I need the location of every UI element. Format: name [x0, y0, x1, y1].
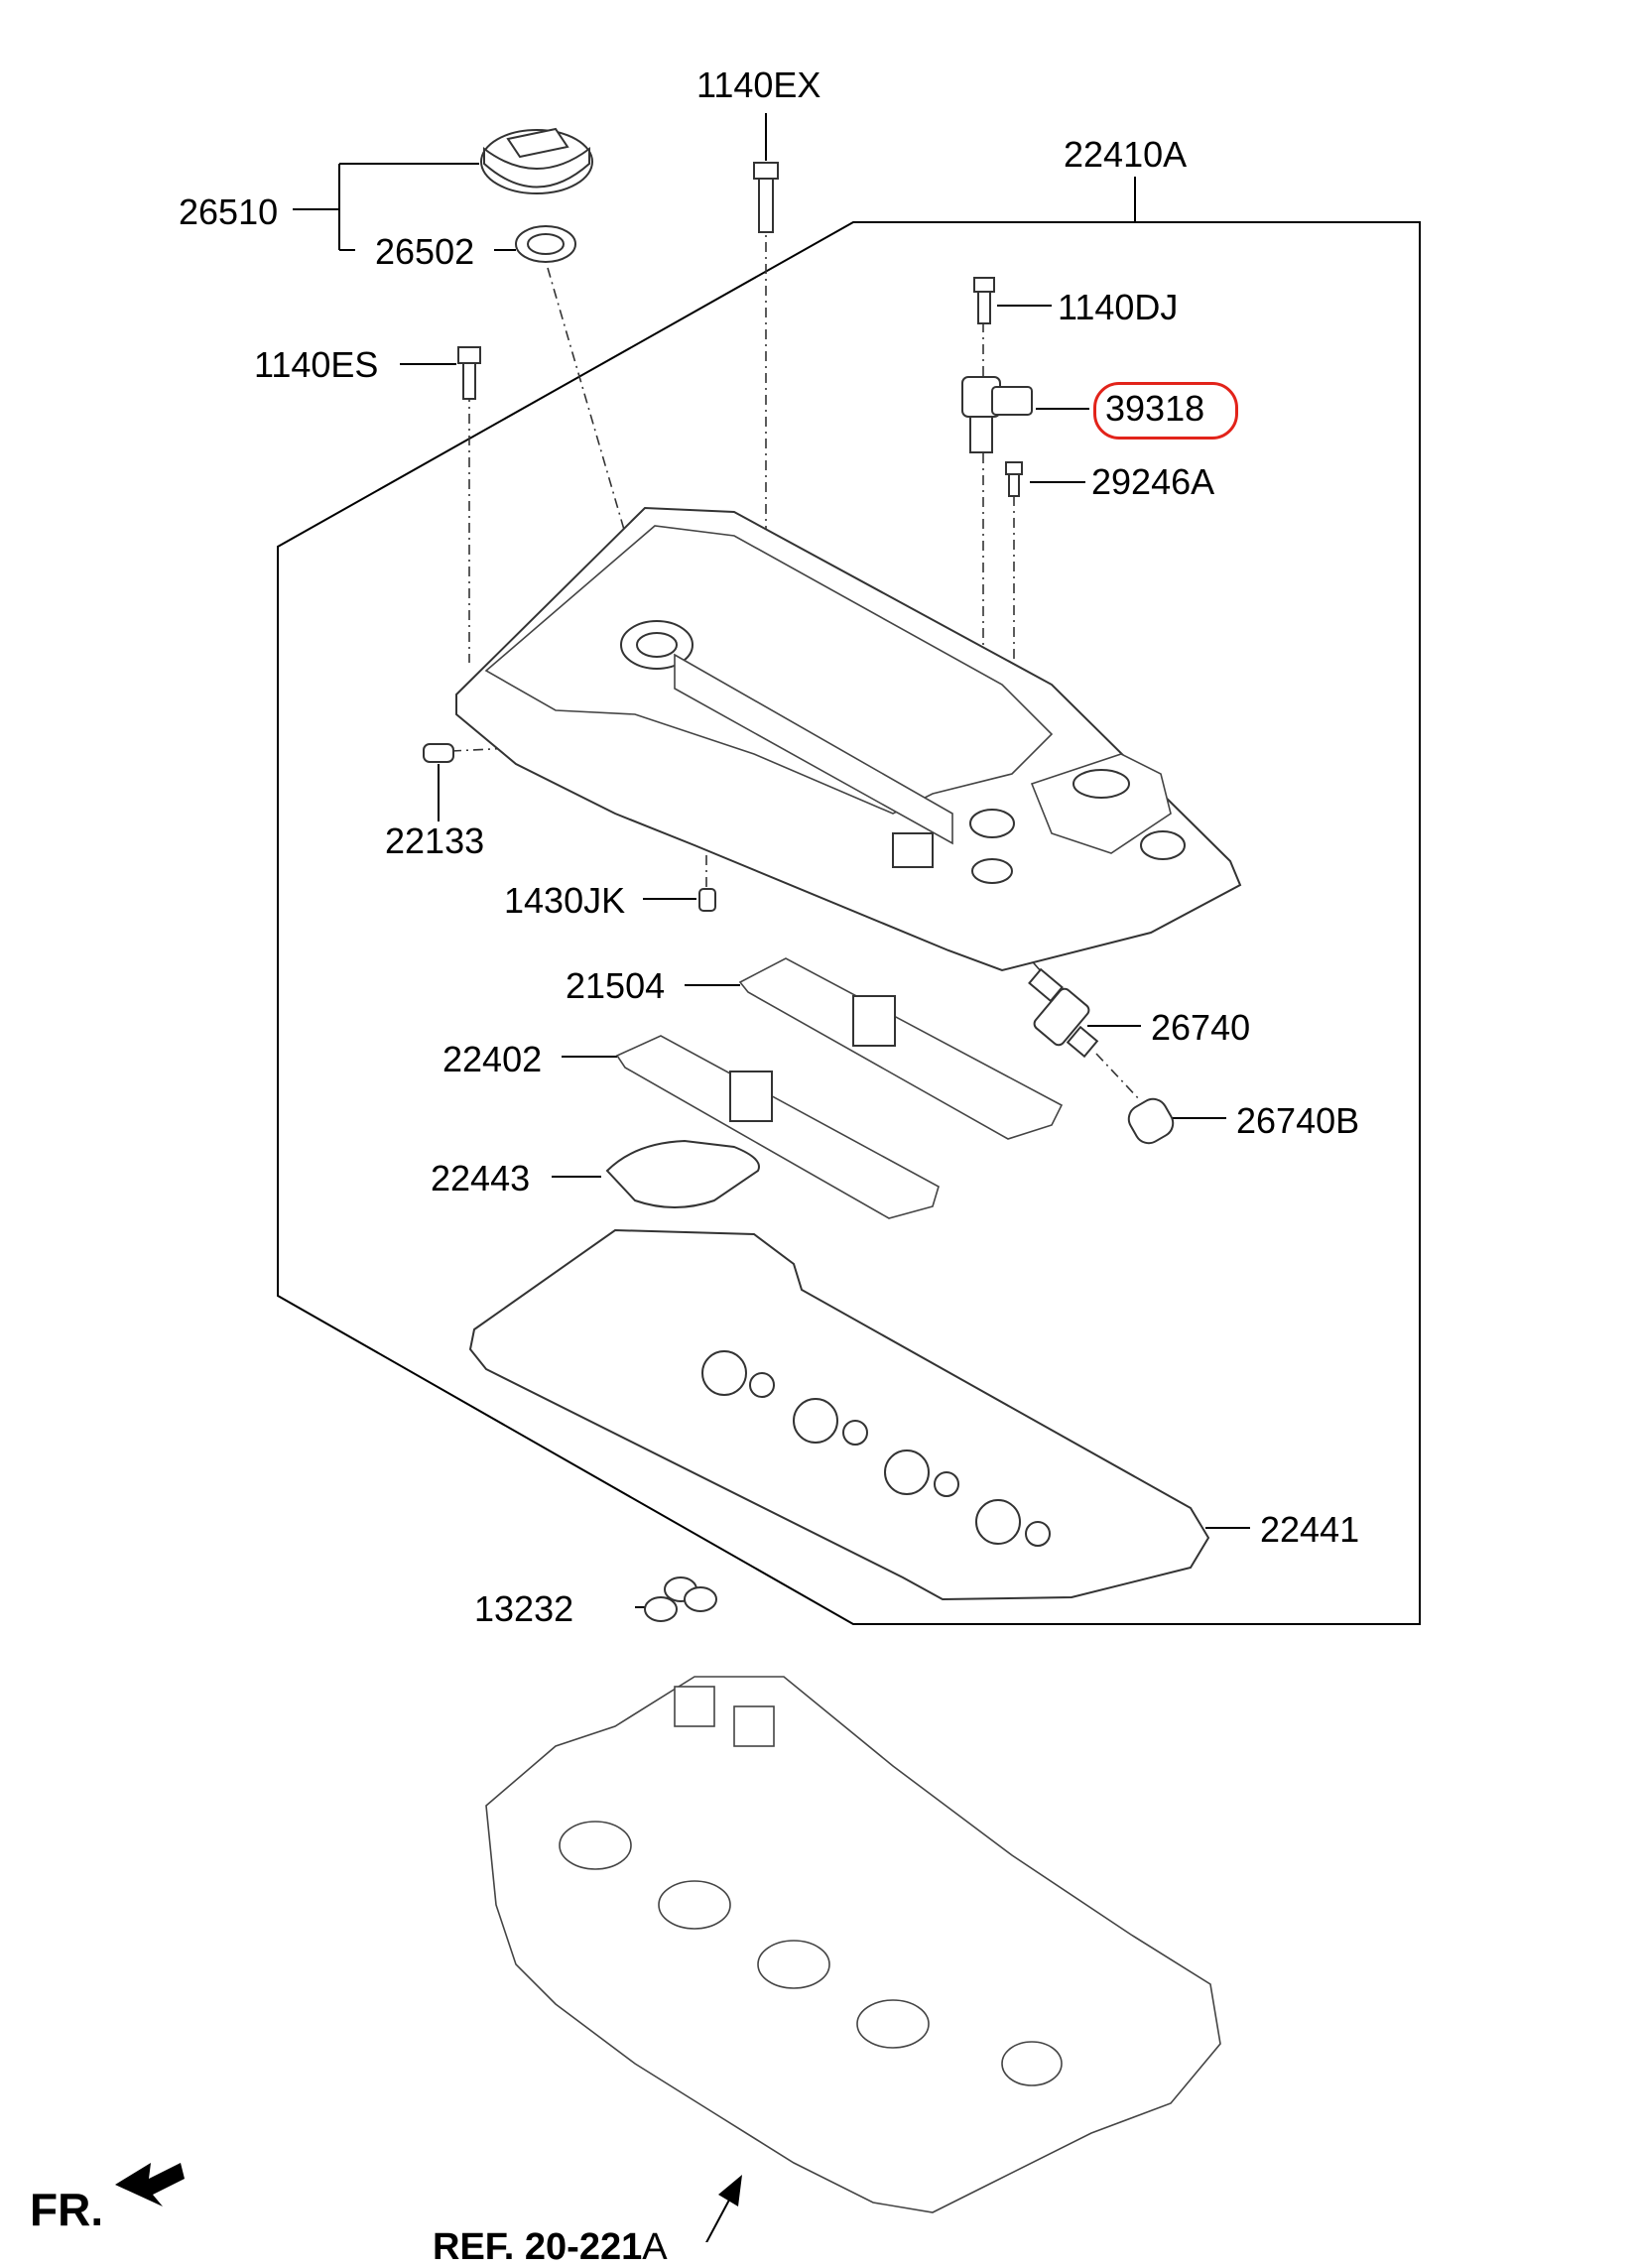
label-26510: 26510 — [179, 191, 279, 232]
pin-1430jk-shape — [698, 888, 716, 912]
ref-arrow-head — [718, 2175, 742, 2206]
gasket-22443-shape — [605, 1139, 760, 1208]
label-1140es: 1140ES — [254, 344, 379, 385]
cap-26740b-shape — [1127, 1097, 1175, 1145]
highlight-ring — [1093, 382, 1238, 440]
ref-label-main: REF. 20-221 — [433, 2226, 643, 2268]
gasket-22441-shape — [468, 1228, 1210, 1601]
label-26502: 26502 — [375, 231, 475, 272]
label-22443: 22443 — [431, 1158, 531, 1198]
assembly-frame — [277, 221, 1421, 1625]
front-marker: FR. — [30, 2184, 104, 2235]
bolt-1140ex-shape — [753, 162, 779, 233]
label-29246a: 29246A — [1091, 461, 1215, 502]
baffle-21504-shape — [738, 957, 1064, 1140]
label-26740: 26740 — [1151, 1007, 1251, 1048]
fitting-29246a-shape — [1005, 461, 1023, 497]
oil-cap-26510-shape — [480, 127, 593, 194]
label-22441: 22441 — [1260, 1509, 1360, 1550]
label-1140ex: 1140EX — [696, 64, 821, 105]
label-1140dj: 1140DJ — [1058, 287, 1179, 327]
seal-13232-shape — [644, 1576, 717, 1622]
seal-26502-shape — [515, 225, 576, 263]
cylinder-head-shape — [485, 1676, 1221, 2213]
rocker-cover-shape — [455, 506, 1242, 972]
front-arrow-icon — [115, 2163, 185, 2206]
label-39318[interactable]: 39318 — [1105, 388, 1205, 429]
bolt-1140dj-shape — [973, 277, 995, 324]
label-21504: 21504 — [566, 965, 666, 1006]
dowel-22133-shape — [423, 743, 454, 763]
label-22410a: 22410A — [1064, 134, 1188, 175]
pcv-valve-26740-shape — [1028, 967, 1099, 1059]
ref-label: REF. 20-221A — [433, 2228, 668, 2266]
ref-label-suffix: A — [642, 2226, 668, 2268]
sensor-39318-shape — [961, 376, 1033, 453]
label-1430jk: 1430JK — [504, 880, 626, 921]
bolt-1140es-shape — [457, 346, 481, 400]
label-22133: 22133 — [385, 820, 485, 861]
label-13232: 13232 — [474, 1588, 574, 1629]
label-22402: 22402 — [442, 1039, 543, 1079]
label-26740b: 26740B — [1236, 1100, 1360, 1141]
baffle-22402-shape — [615, 1035, 940, 1219]
